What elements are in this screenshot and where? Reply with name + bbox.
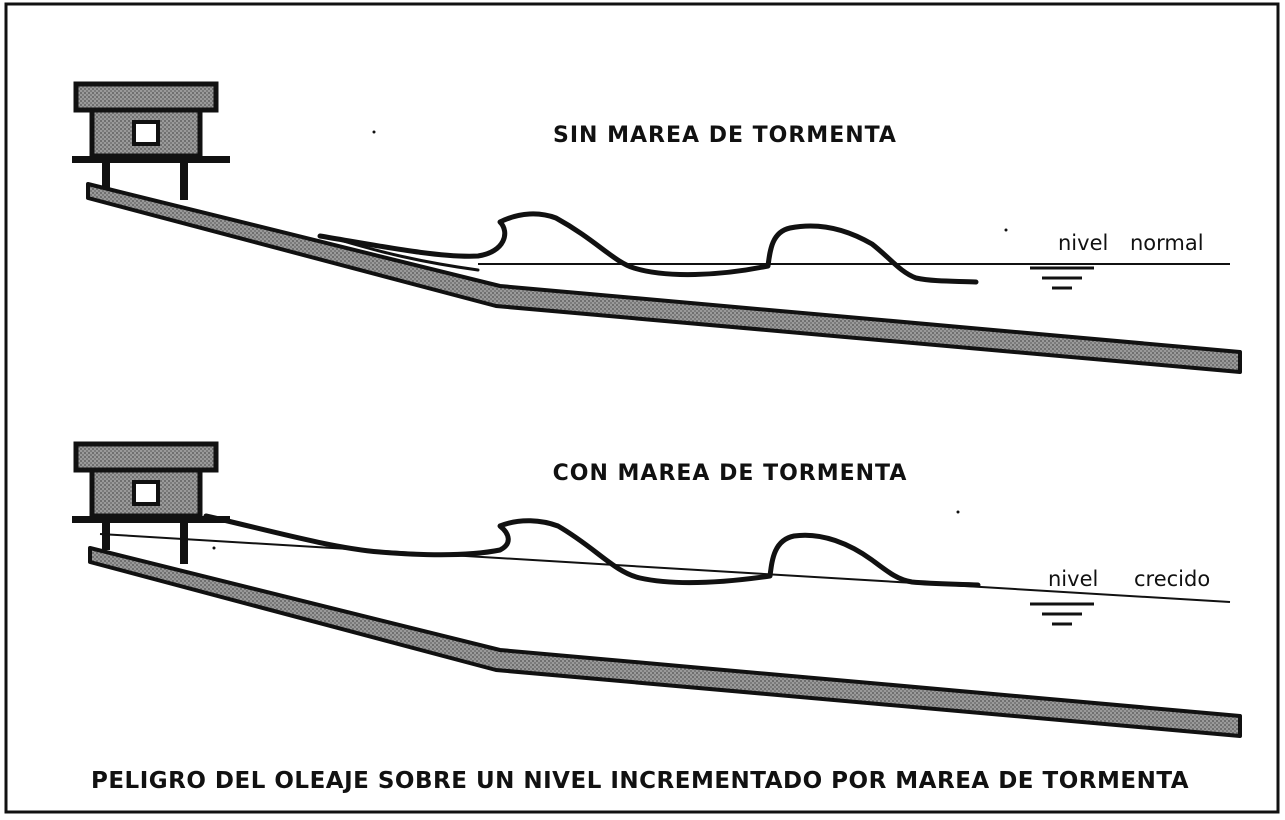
panel-title-without-surge: SIN MAREA DE TORMENTA <box>553 123 897 148</box>
figure-caption: PELIGRO DEL OLEAJE SOBRE UN NIVEL INCREM… <box>91 768 1189 794</box>
stilt-house-icon-2 <box>72 441 230 564</box>
level-label-nivel: nivel <box>1058 231 1108 255</box>
wave-profile <box>317 211 979 285</box>
wave-profile-2 <box>203 513 981 588</box>
water-level-symbol-icon <box>1030 266 1094 290</box>
panel-with-surge: CON MAREA DE TORMENTA nivel crecido <box>72 441 1242 738</box>
swash-line <box>338 238 480 272</box>
sea-floor-2 <box>88 546 1242 738</box>
water-level-symbol-icon-2 <box>1030 602 1094 626</box>
sea-floor <box>86 182 1242 374</box>
panel-without-surge: SIN MAREA DE TORMENTA nivel normal <box>72 81 1242 374</box>
figure-frame <box>4 2 1280 814</box>
level-label-normal: normal <box>1130 231 1204 255</box>
level-label-nivel-2: nivel <box>1048 567 1098 591</box>
water-level-raised <box>99 533 1231 603</box>
stilt-house-icon <box>72 81 230 200</box>
level-label-crecido: crecido <box>1134 567 1210 591</box>
panel-title-with-surge: CON MAREA DE TORMENTA <box>553 461 908 486</box>
